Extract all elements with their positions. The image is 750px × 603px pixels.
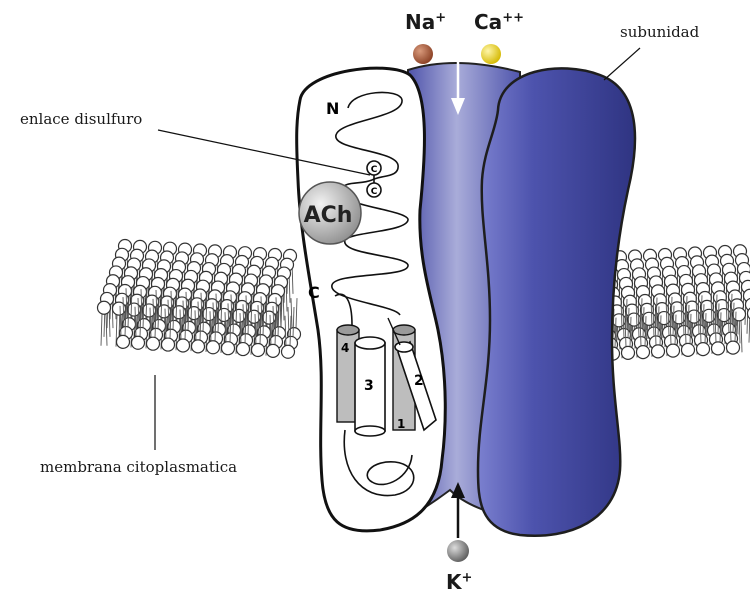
membrana-citoplasmatica-label: membrana citoplasmatica [40, 458, 237, 476]
subunit-right [478, 68, 635, 535]
cysteine-b: C [367, 183, 381, 197]
potassium-label: K+ [446, 570, 472, 594]
enlace-disulfuro-label: enlace disulfuro [20, 110, 142, 128]
sodium-label: Na+ [405, 10, 446, 34]
helix-label-2: 2 [414, 373, 424, 389]
n-terminus-label: N [326, 99, 339, 118]
helix-label-1: 1 [397, 417, 405, 431]
helix-label-3: 3 [364, 378, 374, 394]
calcium-ion [481, 44, 501, 64]
acetylcholine-ligand: ACh [299, 182, 361, 244]
c-terminus-label: C [308, 283, 320, 302]
svg-text:C: C [371, 187, 378, 197]
subunidad-label: subunidad [620, 23, 699, 41]
svg-text:ACh: ACh [304, 203, 353, 228]
helix-label-4: 4 [341, 341, 349, 355]
sodium-ion [413, 44, 433, 64]
svg-text:C: C [371, 165, 378, 175]
lipid-bilayer-right [599, 245, 750, 360]
leader-subunidad [604, 48, 640, 80]
calcium-label: Ca++ [474, 10, 524, 34]
potassium-ion [447, 540, 469, 562]
cysteine-a: C [367, 161, 381, 175]
lipid-bilayer-left [98, 240, 301, 359]
